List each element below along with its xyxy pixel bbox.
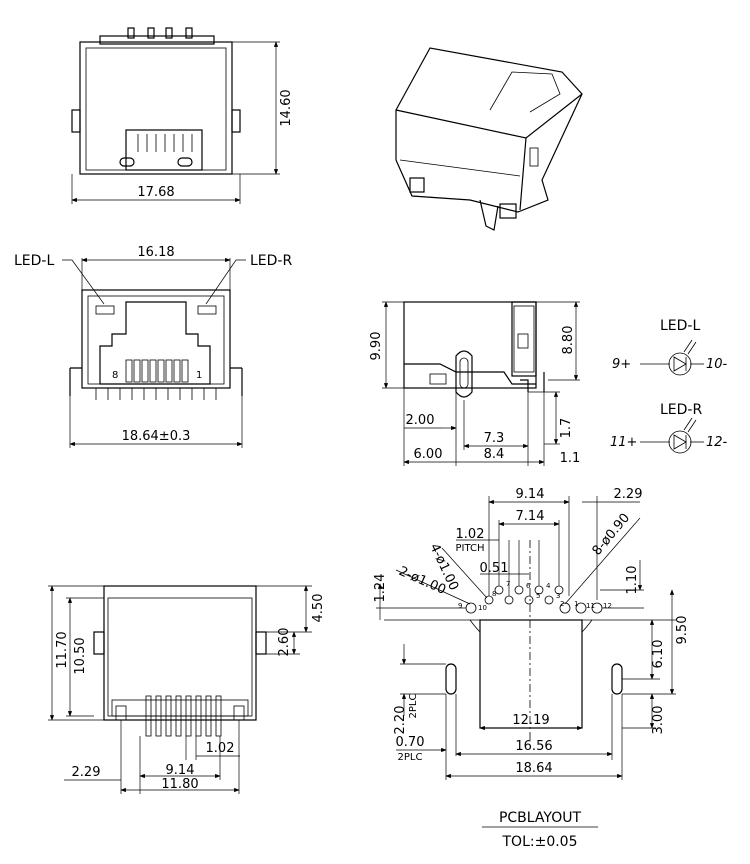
pcb-pin-1: 1 xyxy=(574,600,578,608)
pcb-d-0-70: 0.70 xyxy=(396,735,425,750)
pcb-plc-2: 2PLC xyxy=(398,752,423,763)
pcb-d-2-20: 2.20 xyxy=(393,706,408,735)
side-d-6-00: 6.00 xyxy=(414,447,443,462)
isometric-view xyxy=(395,47,583,231)
pcb-pin-12: 12 xyxy=(603,602,612,610)
pcb-d-7-14: 7.14 xyxy=(516,509,545,524)
pcb-pin-2: 2 xyxy=(560,600,564,608)
side-d-2-00: 2.00 xyxy=(406,413,435,428)
front-inner-width: 16.18 xyxy=(137,245,174,260)
led-r-anode: 11+ xyxy=(610,435,637,450)
pcb-plc-1: 2PLC xyxy=(408,694,419,719)
led-r-symbol-icon xyxy=(668,430,692,454)
pcb-tolerance: TOL:±0.05 xyxy=(502,834,578,850)
side-d-7-3: 7.3 xyxy=(484,431,505,446)
pcb-d-1-02: 1.02 xyxy=(456,527,485,542)
pcb-hole-8: 8-ø0.90 xyxy=(590,511,634,559)
led-schematic: LED-L 9+ 10- LED-R 11+ 12- xyxy=(610,318,728,454)
bottom-view: 11.70 10.50 4.50 2.60 1.02 2.29 9.14 11.… xyxy=(48,585,326,794)
pcb-d-1-10: 1.10 xyxy=(625,566,640,595)
pcb-pin-9: 9 xyxy=(458,602,462,610)
bottom-h-4-50: 4.50 xyxy=(311,594,326,623)
led-l-symbol-icon xyxy=(668,352,692,376)
bottom-h-11-70: 11.70 xyxy=(55,631,70,668)
pcb-pin-10: 10 xyxy=(478,604,487,612)
side-d-1-1: 1.1 xyxy=(560,451,581,466)
bottom-d-11-80: 11.80 xyxy=(161,777,198,792)
pcb-pin-3: 3 xyxy=(556,592,560,600)
pcb-pin-8: 8 xyxy=(492,590,496,598)
led-r-title: LED-R xyxy=(660,402,702,418)
pcb-d-1-24: 1.24 xyxy=(373,574,388,603)
pcb-pin-4: 4 xyxy=(546,582,551,590)
pcb-d-0-51: 0.51 xyxy=(480,561,509,576)
front-pin-1: 1 xyxy=(196,370,202,381)
pcb-layout: 1 2 3 4 5 6 7 8 9 10 11 12 9.14 2.29 7.1… xyxy=(373,487,690,850)
bottom-h-10-50: 10.50 xyxy=(73,637,88,674)
bottom-d-9-14: 9.14 xyxy=(166,763,195,778)
front-led-r-label: LED-R xyxy=(250,253,292,269)
front-pin-8: 8 xyxy=(112,370,118,381)
pcb-pin-6: 6 xyxy=(526,582,531,590)
pcb-d-18-64: 18.64 xyxy=(515,761,552,776)
pcb-d-12-19: 12.19 xyxy=(512,713,549,728)
pcb-pin-11: 11 xyxy=(586,602,595,610)
led-l-cathode: 10- xyxy=(706,357,728,372)
front-overall-width: 18.64±0.3 xyxy=(122,429,191,444)
side-height-right: 8.80 xyxy=(561,326,576,355)
side-view: 9.90 8.80 2.00 7.3 1.7 6.00 8.4 1.1 xyxy=(369,301,581,466)
pcb-pin-7: 7 xyxy=(506,580,510,588)
led-l-anode: 9+ xyxy=(612,357,631,372)
led-r-cathode: 12- xyxy=(706,435,728,450)
side-d-1-7: 1.7 xyxy=(559,418,574,439)
pcb-d-9-14: 9.14 xyxy=(516,487,545,502)
front-led-l-label: LED-L xyxy=(14,253,54,269)
front-view: LED-L LED-R 16.18 8 1 18.64±0.3 xyxy=(14,245,292,448)
top-view: 14.60 17.68 xyxy=(71,27,294,204)
pcb-pitch: PITCH xyxy=(455,543,484,554)
bottom-h-2-60: 2.60 xyxy=(277,628,292,657)
bottom-d-2-29: 2.29 xyxy=(72,765,101,780)
pcb-d-9-50: 9.50 xyxy=(675,616,690,645)
pcb-title: PCBLAYOUT xyxy=(499,810,581,826)
side-d-8-4: 8.4 xyxy=(484,447,505,462)
top-width-dim: 17.68 xyxy=(137,185,174,200)
top-height-dim: 14.60 xyxy=(279,89,294,126)
side-height: 9.90 xyxy=(369,332,384,361)
led-l-title: LED-L xyxy=(660,318,700,334)
pcb-d-3-00: 3.00 xyxy=(651,706,666,735)
pcb-pin-5: 5 xyxy=(536,592,540,600)
pcb-d-2-29: 2.29 xyxy=(614,487,643,502)
pcb-d-16-56: 16.56 xyxy=(515,739,552,754)
pcb-d-6-10: 6.10 xyxy=(651,640,666,669)
